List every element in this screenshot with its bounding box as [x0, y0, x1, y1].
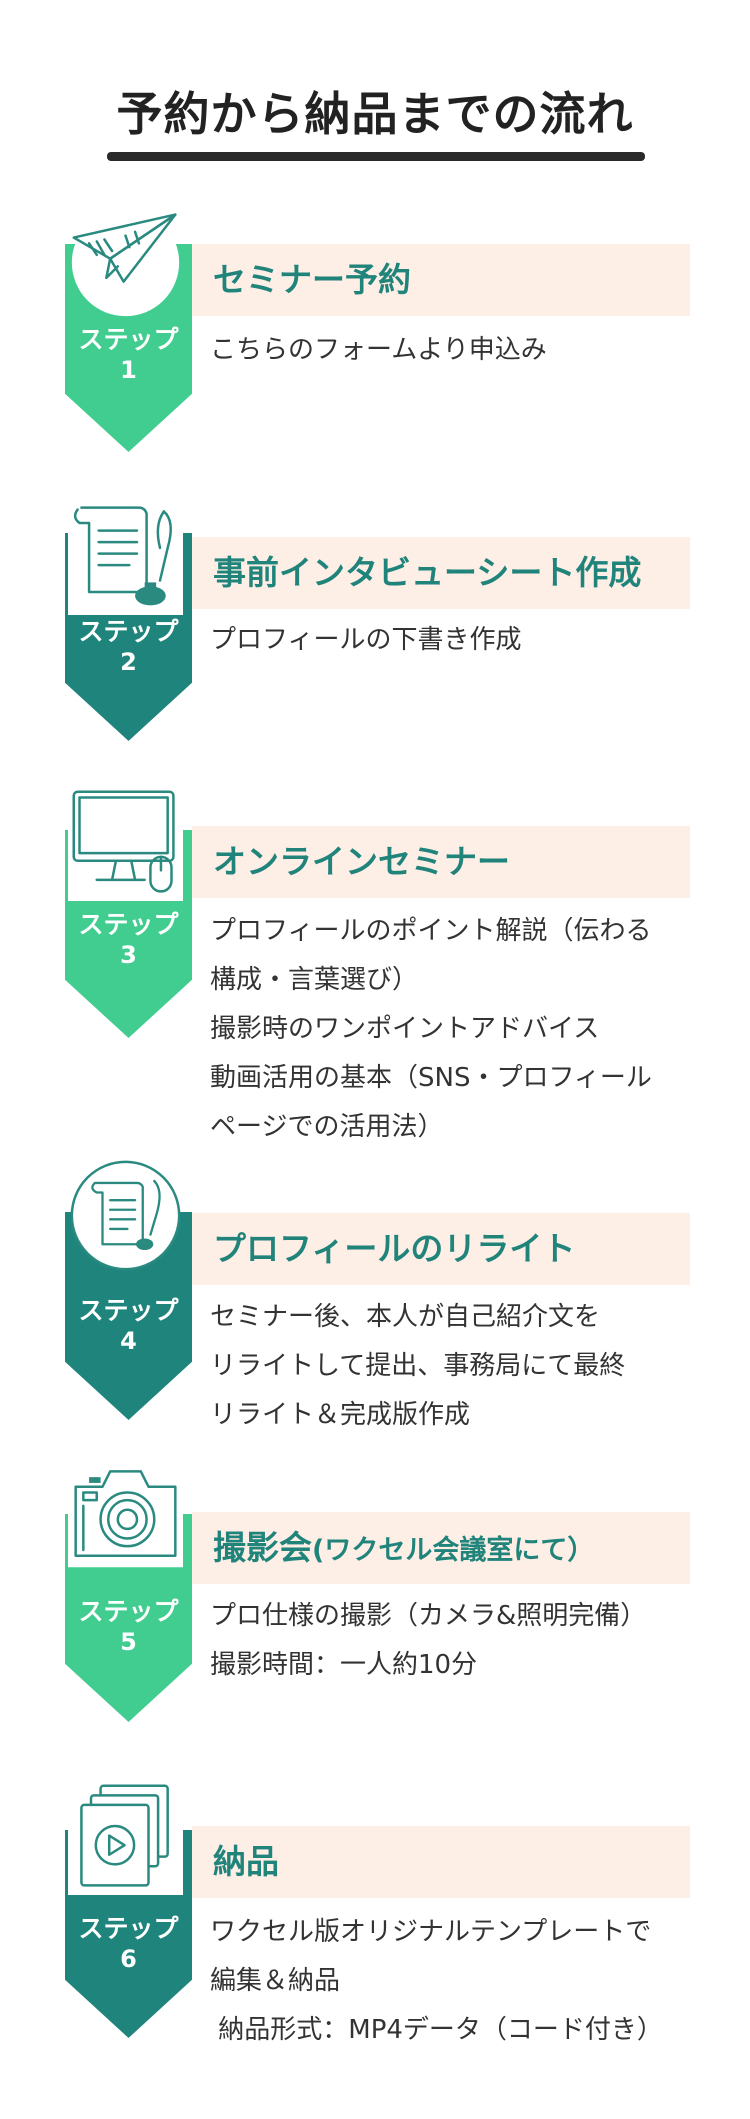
- step-6-heading: 納品: [213, 1842, 279, 1881]
- body-line: 撮影時間：一人約10分: [210, 1650, 478, 1680]
- body-line: 動画活用の基本（SNS・プロフィール: [210, 1063, 652, 1093]
- title-underline: [107, 152, 645, 161]
- document-quill-circle-icon: [68, 1158, 183, 1273]
- body-line: プロ仕様の撮影（カメラ&照明完備）: [210, 1601, 647, 1631]
- body-line: こちらのフォームより申込み: [210, 335, 547, 365]
- step-6-body: ワクセル版オリジナルテンプレートで 編集＆納品 納品形式：MP4データ（コード付…: [210, 1908, 680, 2055]
- step-5-body: プロ仕様の撮影（カメラ&照明完備） 撮影時間：一人約10分: [210, 1592, 680, 1690]
- step-2-heading-band: [192, 537, 690, 609]
- body-line: リライト＆完成版作成: [210, 1400, 471, 1430]
- step-1-heading: セミナー予約: [213, 260, 411, 299]
- step-4-body: セミナー後、本人が自己紹介文を リライトして提出、事務局にて最終 リライト＆完成…: [210, 1293, 680, 1440]
- body-line: 撮影時のワンポイントアドバイス: [210, 1014, 600, 1044]
- body-line: ワクセル版オリジナルテンプレートで: [210, 1917, 652, 1947]
- video-files-icon: [68, 1780, 183, 1895]
- body-line: ページでの活用法）: [210, 1112, 444, 1142]
- page-title: 予約から納品までの流れ: [116, 87, 634, 141]
- step-5-heading-band: [192, 1512, 690, 1584]
- monitor-mouse-icon: [68, 786, 183, 901]
- step-2-body: プロフィールの下書き作成: [210, 616, 680, 665]
- body-line: プロフィールの下書き作成: [210, 625, 522, 655]
- step-1-heading-band: [192, 244, 690, 316]
- step-3-body: プロフィールのポイント解説（伝わる 構成・言葉選び） 撮影時のワンポイントアドバ…: [210, 907, 680, 1152]
- step-1-body: こちらのフォームより申込み: [210, 326, 680, 375]
- body-line: 構成・言葉選び）: [210, 965, 419, 995]
- scroll-quill-icon: [68, 500, 183, 615]
- step-4-heading-band: [192, 1213, 690, 1285]
- step-2-heading: 事前インタビューシート作成: [213, 553, 642, 592]
- step-4-heading: プロフィールのリライト: [213, 1229, 576, 1268]
- body-line: プロフィールのポイント解説（伝わる: [210, 916, 652, 946]
- paper-plane-icon: [68, 205, 183, 320]
- body-line: 納品形式：MP4データ（コード付き）: [210, 2015, 663, 2045]
- step-5-heading: 撮影会(ワクセル会議室にて）: [213, 1528, 595, 1567]
- step-6-heading-band: [192, 1826, 690, 1898]
- body-line: 編集＆納品: [210, 1966, 341, 1996]
- body-line: セミナー後、本人が自己紹介文を: [210, 1302, 601, 1332]
- camera-icon: [68, 1458, 183, 1573]
- step-3-heading-band: [192, 826, 690, 898]
- step-3-heading: オンラインセミナー: [213, 842, 510, 881]
- body-line: リライトして提出、事務局にて最終: [210, 1351, 626, 1381]
